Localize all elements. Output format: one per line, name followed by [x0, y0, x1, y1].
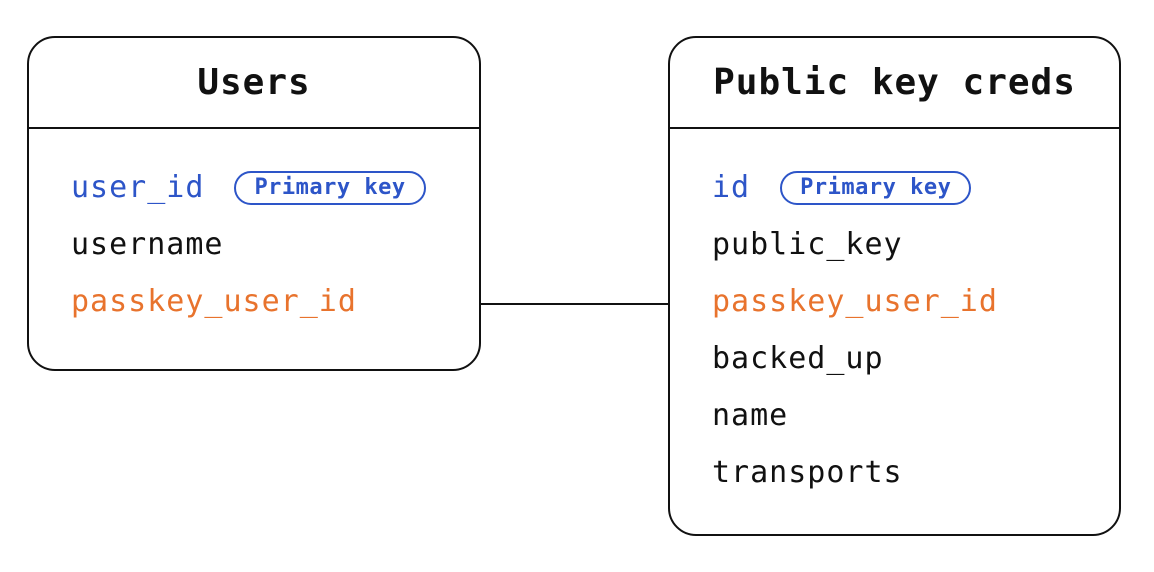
field-row: passkey_user_id	[712, 273, 1119, 330]
field-row: username	[71, 216, 479, 273]
field-name: id	[712, 170, 751, 205]
table-users-body: user_id Primary key username passkey_use…	[29, 129, 479, 330]
field-name: username	[71, 227, 224, 262]
field-row: name	[712, 387, 1119, 444]
field-name: passkey_user_id	[71, 284, 357, 319]
primary-key-badge: Primary key	[780, 170, 972, 205]
table-users-header: Users	[29, 38, 479, 129]
field-name: passkey_user_id	[712, 284, 998, 319]
table-public-key-creds-header: Public key creds	[670, 38, 1119, 129]
relationship-line	[479, 303, 670, 305]
field-row: user_id Primary key	[71, 159, 479, 216]
field-row: passkey_user_id	[71, 273, 479, 330]
table-title: Public key creds	[713, 62, 1076, 103]
field-row: id Primary key	[712, 159, 1119, 216]
table-public-key-creds-body: id Primary key public_key passkey_user_i…	[670, 129, 1119, 501]
primary-key-badge: Primary key	[234, 170, 426, 205]
table-public-key-creds: Public key creds id Primary key public_k…	[668, 36, 1121, 536]
field-name: transports	[712, 455, 903, 490]
field-name: user_id	[71, 170, 205, 205]
field-name: public_key	[712, 227, 903, 262]
field-row: public_key	[712, 216, 1119, 273]
table-users: Users user_id Primary key username passk…	[27, 36, 481, 371]
field-row: transports	[712, 444, 1119, 501]
field-name: name	[712, 398, 789, 433]
table-title: Users	[197, 62, 311, 103]
field-name: backed_up	[712, 341, 884, 376]
field-row: backed_up	[712, 330, 1119, 387]
